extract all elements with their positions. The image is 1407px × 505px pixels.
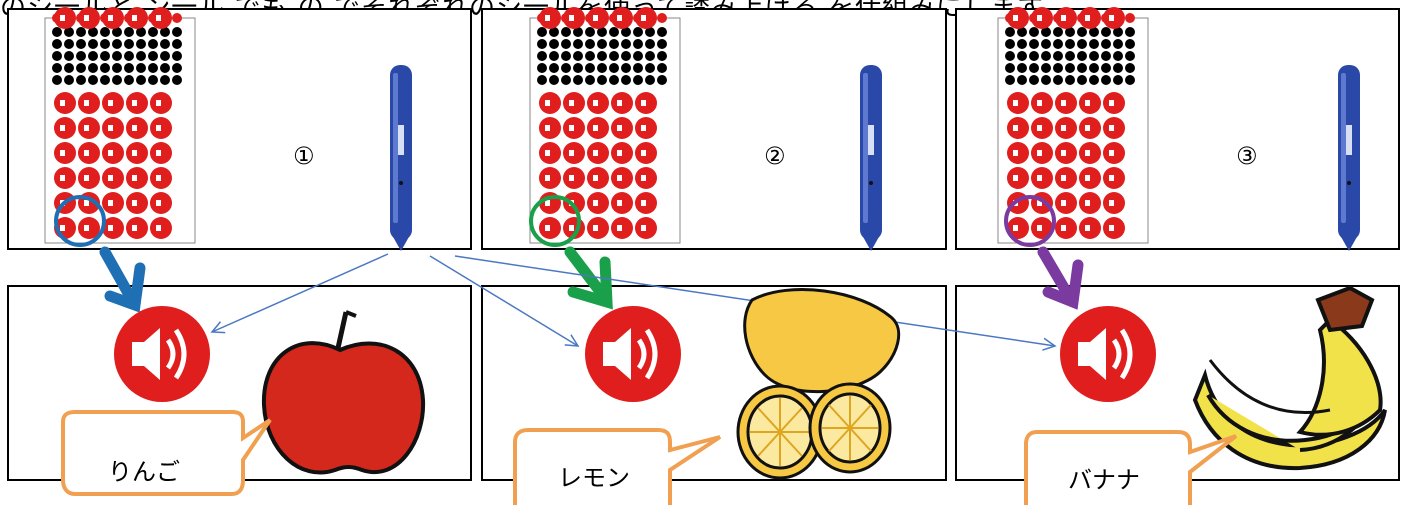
highlight-circle-3: [1004, 195, 1056, 247]
thick-arrow-1: [99, 246, 146, 313]
thick-arrow-3: [1037, 246, 1084, 310]
talking-pen-2: [860, 65, 882, 251]
speaker-sticker-3: [1060, 306, 1156, 402]
talking-pen-1: [390, 65, 412, 251]
step-number-3: ③: [1236, 142, 1258, 170]
highlight-circle-1: [54, 195, 106, 247]
banana-icon: [1192, 285, 1387, 471]
thin-arrow-to-speaker-2: [429, 255, 578, 346]
speaker-sticker-2: [585, 306, 681, 402]
word-label-2: レモン: [558, 464, 630, 492]
step-number-1: ①: [293, 142, 315, 170]
lemon-icon: [736, 288, 901, 480]
word-label-3: バナナ: [1068, 466, 1140, 494]
apple-icon: [261, 310, 426, 475]
callout-2: [513, 428, 722, 505]
sticker-sheet-2: [530, 7, 680, 243]
step-number-2: ②: [764, 142, 786, 170]
speaker-sticker-1: [114, 306, 210, 402]
thick-arrow-2: [564, 246, 613, 310]
sticker-sheet-3: [998, 7, 1148, 243]
sticker-sheet-1: [45, 7, 195, 243]
highlight-circle-2: [529, 195, 581, 247]
callout-3: [1024, 430, 1238, 505]
callout-1: [61, 410, 272, 496]
word-label-1: りんご: [108, 458, 180, 486]
thin-arrow-to-speaker-1: [212, 253, 389, 332]
talking-pen-3: [1338, 65, 1360, 251]
